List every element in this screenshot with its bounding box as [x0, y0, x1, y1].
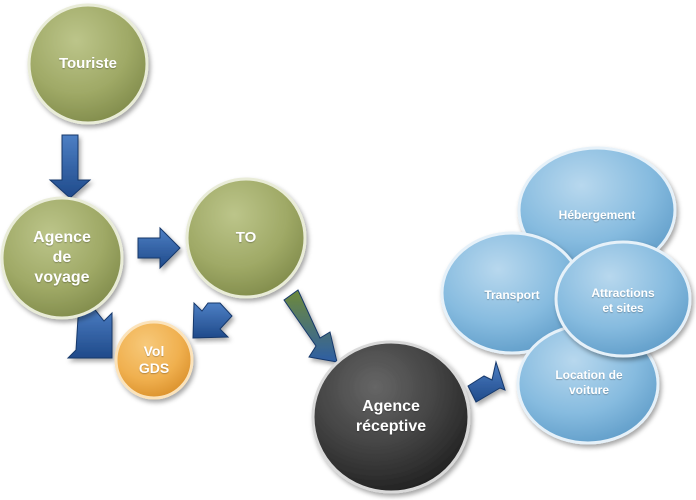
arrow-agence-to-to [137, 226, 181, 270]
arrow-receptive-to-services [467, 360, 506, 403]
node-vol-gds [114, 320, 194, 400]
label-transport: Transport [484, 287, 540, 302]
arrow-touriste-to-agence [48, 134, 92, 199]
node-touriste [27, 3, 149, 125]
label-touriste: Touriste [58, 54, 118, 72]
node-attractions [554, 240, 692, 358]
node-to [185, 177, 307, 299]
label-vol-gds: Vol GDS [138, 342, 170, 377]
arrow-to-to-vol [192, 301, 233, 339]
label-location-voiture: Location de voiture [555, 368, 623, 397]
label-hebergement: Hébergement [558, 207, 636, 222]
label-agence-voyage: Agence de voyage [33, 229, 91, 286]
node-agence-receptive [311, 340, 471, 494]
label-attractions: Attractions et sites [591, 286, 655, 315]
label-agence-receptive: Agence réceptive [355, 398, 427, 435]
label-to: TO [235, 228, 257, 246]
arrow-to-to-receptive [283, 289, 338, 363]
node-agence-voyage [0, 196, 124, 320]
